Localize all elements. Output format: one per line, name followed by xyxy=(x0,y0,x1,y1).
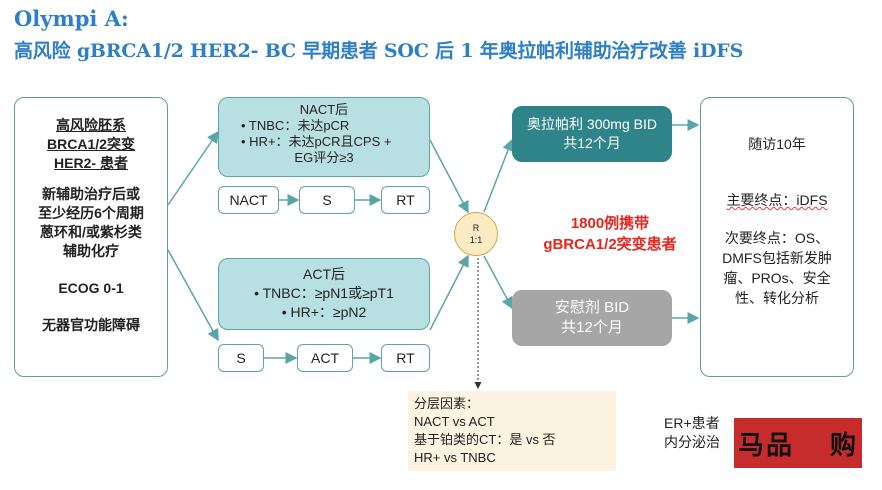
title-line-1: Olympi A: xyxy=(14,6,129,31)
act-criteria-box: ACT后 • TNBC：≥pN1或≥pT1 • HR+：≥pN2 xyxy=(218,258,430,330)
arrow-r-to-olaparib xyxy=(483,138,514,213)
act-step: ACT xyxy=(297,344,353,372)
nact-criteria-box: NACT后 • TNBC：未达pCR • HR+：未达pCR且CPS + EG评… xyxy=(218,97,430,177)
title-line-2: 高风险 gBRCA1/2 HER2- BC 早期患者 SOC 后 1 年奥拉帕利… xyxy=(14,40,744,62)
arrow-pop-to-act xyxy=(167,249,219,342)
arrow-nact-to-r xyxy=(429,139,469,214)
population-box: 高风险胚系 BRCA1/2突变 HER2- 患者 新辅助治疗后或 至少经历6个周… xyxy=(14,97,168,377)
arrow-act-to-r xyxy=(429,254,469,331)
nact-step: NACT xyxy=(218,186,279,214)
secondary-endpoint-line: 瘤、PROs、安全 xyxy=(723,270,831,286)
nact-criterion: • HR+：未达pCR且CPS + xyxy=(241,134,392,149)
strat-title: 分层因素： xyxy=(414,396,480,411)
population-line: 辅助化疗 xyxy=(63,243,119,259)
rt-step: RT xyxy=(381,186,430,214)
rt-step: RT xyxy=(381,344,430,372)
population-line: 至少经历6个周期 xyxy=(38,205,144,221)
secondary-endpoint-line: 次要终点：OS、 xyxy=(724,230,830,246)
watermark-logo: 马品 购 xyxy=(734,418,862,468)
olaparib-arm: 奥拉帕利 300mg BID 共12个月 xyxy=(512,106,672,162)
watermark-text: 购 xyxy=(829,429,858,460)
surgery-step: S xyxy=(218,344,264,372)
placebo-arm: 安慰剂 BID 共12个月 xyxy=(512,290,672,346)
ecog-label: ECOG 0-1 xyxy=(58,280,124,296)
strat-factor: 基于铂类的CT：是 vs 否 xyxy=(414,432,556,447)
randomization-node: R 1:1 xyxy=(454,212,498,256)
act-title: ACT后 xyxy=(303,266,345,282)
placebo-dose: 安慰剂 BID xyxy=(554,299,630,316)
act-criterion: • HR+：≥pN2 xyxy=(281,304,367,320)
population-line: BRCA1/2突变 xyxy=(47,136,135,152)
nact-title: NACT后 xyxy=(299,102,349,117)
stratification-box: 分层因素： NACT vs ACT 基于铂类的CT：是 vs 否 HR+ vs … xyxy=(408,391,616,471)
organ-function-label: 无器官功能障碍 xyxy=(42,317,140,333)
olaparib-dose: 奥拉帕利 300mg BID xyxy=(527,116,657,132)
er-note-line: ER+患者 xyxy=(664,415,720,431)
endpoints-box: 随访10年 主要终点：iDFS 次要终点：OS、 DMFS包括新发肿 瘤、PRO… xyxy=(700,97,854,377)
population-line: 高风险胚系 xyxy=(56,117,126,133)
nact-criterion: EG评分≥3 xyxy=(294,150,354,165)
nact-criterion: • TNBC：未达pCR xyxy=(241,118,350,133)
randomization-label: R xyxy=(472,223,480,233)
arrow-r-to-placebo xyxy=(483,255,513,310)
olaparib-duration: 共12个月 xyxy=(563,135,621,151)
er-note-line: 内分泌治 xyxy=(664,434,720,450)
strat-factor: HR+ vs TNBC xyxy=(414,450,496,465)
watermark-text: 马品 xyxy=(738,429,795,460)
strat-factor: NACT vs ACT xyxy=(414,414,495,429)
placebo-duration: 共12个月 xyxy=(561,319,623,336)
population-line: HER2- 患者 xyxy=(54,155,128,171)
primary-endpoint: 主要终点：iDFS xyxy=(726,192,828,208)
act-criterion: • TNBC：≥pN1或≥pT1 xyxy=(254,285,394,301)
population-line: 蒽环和/或紫杉类 xyxy=(40,224,142,240)
population-line: 新辅助治疗后或 xyxy=(42,186,140,202)
arrow-pop-to-nact xyxy=(167,130,219,206)
sample-line-2: gBRCA1/2突变患者 xyxy=(543,236,677,253)
surgery-step: S xyxy=(299,186,355,214)
secondary-endpoint-line: DMFS包括新发肿 xyxy=(722,250,832,266)
sample-line-1: 1800例携带 xyxy=(570,215,650,232)
er-note: ER+患者 内分泌治 xyxy=(664,414,720,452)
sample-size-label: 1800例携带 gBRCA1/2突变患者 xyxy=(530,213,690,255)
followup-label: 随访10年 xyxy=(748,136,806,152)
secondary-endpoint-line: 性、转化分析 xyxy=(735,290,819,306)
randomization-ratio: 1:1 xyxy=(469,235,483,245)
